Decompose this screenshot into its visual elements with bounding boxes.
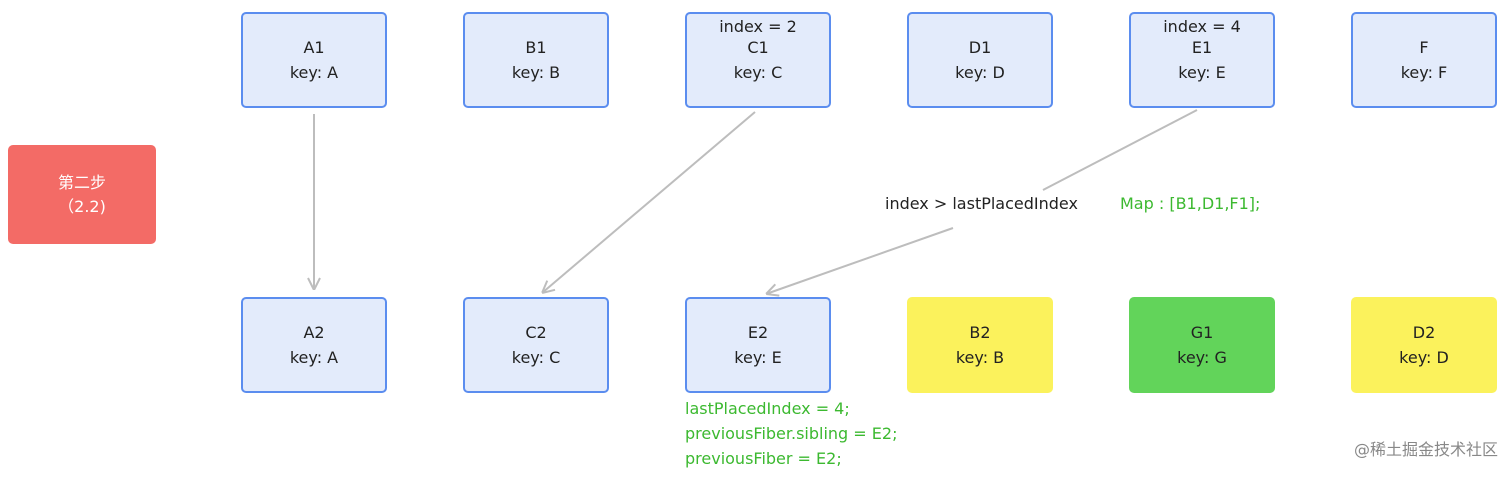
- old-node-b1: B1 key: B: [463, 12, 609, 108]
- old-node-d1: D1 key: D: [907, 12, 1053, 108]
- node-name: B2: [969, 323, 991, 342]
- edge-e1-e2-lower: [766, 227, 954, 294]
- old-node-c1: index = 2 C1 key: C: [685, 12, 831, 108]
- node-key: key: C: [733, 63, 783, 82]
- code-line: previousFiber.sibling = E2;: [685, 424, 898, 443]
- node-key: key: G: [1177, 348, 1227, 367]
- node-name: C1: [747, 38, 769, 57]
- node-key: key: A: [289, 348, 339, 367]
- code-line: previousFiber = E2;: [685, 449, 842, 468]
- node-key: key: D: [955, 63, 1005, 82]
- node-key: key: B: [511, 63, 561, 82]
- step-title: 第二步: [57, 172, 106, 192]
- new-node-a2: A2 key: A: [241, 297, 387, 393]
- step-subtitle: （2.2): [58, 196, 106, 216]
- edge-label: index > lastPlacedIndex: [885, 194, 1078, 213]
- code-line: lastPlacedIndex = 4;: [685, 399, 850, 418]
- node-key: key: A: [289, 63, 339, 82]
- node-name: G1: [1190, 323, 1214, 342]
- map-label: Map : [B1,D1,F1];: [1120, 194, 1261, 213]
- code-block: lastPlacedIndex = 4; previousFiber.sibli…: [685, 396, 897, 471]
- node-name: F: [1419, 38, 1429, 57]
- node-key: key: B: [955, 348, 1005, 367]
- new-node-c2: C2 key: C: [463, 297, 609, 393]
- node-key: key: D: [1399, 348, 1449, 367]
- old-node-a1: A1 key: A: [241, 12, 387, 108]
- node-name: D2: [1412, 323, 1436, 342]
- new-node-b2: B2 key: B: [907, 297, 1053, 393]
- old-node-e1: index = 4 E1 key: E: [1129, 12, 1275, 108]
- watermark: @稀土掘金技术社区: [1353, 440, 1498, 459]
- new-node-g1: G1 key: G: [1129, 297, 1275, 393]
- node-name: C2: [525, 323, 547, 342]
- node-key: key: E: [1178, 63, 1226, 82]
- node-name: E2: [747, 323, 769, 342]
- node-name: E1: [1191, 38, 1213, 57]
- node-index: index = 4: [1163, 17, 1241, 36]
- node-name: B1: [525, 38, 547, 57]
- node-index: index = 2: [719, 17, 797, 36]
- node-name: A1: [303, 38, 325, 57]
- node-key: key: E: [734, 348, 782, 367]
- new-node-d2: D2 key: D: [1351, 297, 1497, 393]
- edge-e1-e2-upper: [1042, 109, 1198, 191]
- node-name: D1: [968, 38, 992, 57]
- edge-c1-c2: [542, 111, 756, 293]
- step-badge: 第二步 （2.2): [8, 145, 156, 244]
- old-node-f: F key: F: [1351, 12, 1497, 108]
- new-node-e2: E2 key: E: [685, 297, 831, 393]
- node-key: key: F: [1400, 63, 1448, 82]
- node-name: A2: [303, 323, 325, 342]
- node-key: key: C: [511, 348, 561, 367]
